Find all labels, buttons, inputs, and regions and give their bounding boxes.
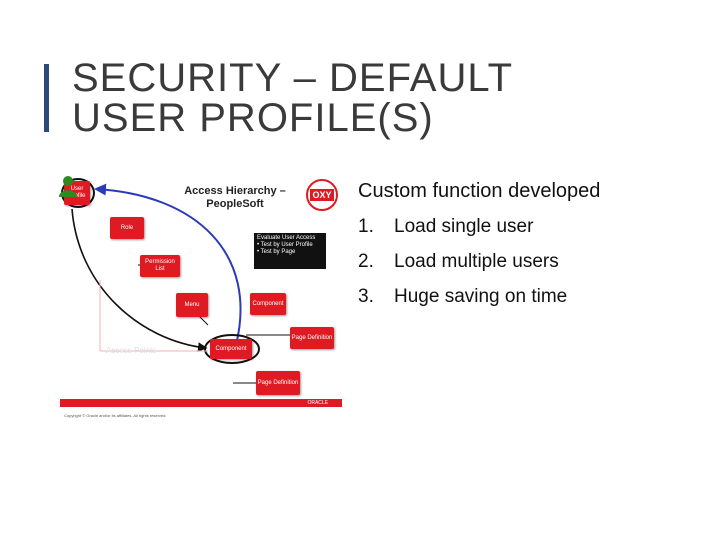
numbered-list: 1. Load single user 2. Load multiple use…	[358, 216, 698, 308]
menu-box: Menu	[176, 293, 208, 317]
figure-bottom-bar	[60, 399, 342, 407]
oracle-brand: ORACLE	[307, 400, 328, 406]
component-box-bottom: Component	[210, 339, 252, 359]
list-item: 3. Huge saving on time	[358, 286, 698, 308]
slide-title-line-2: USER PROFILE(S)	[72, 96, 434, 140]
access-hierarchy-figure: User Profile Role Permission List Menu C…	[58, 175, 346, 425]
blue-curve-arrow	[94, 183, 242, 346]
oxy-logo-text: OXY	[310, 189, 334, 201]
component-box-top: Component	[250, 293, 286, 315]
list-item: 2. Load multiple users	[358, 251, 698, 273]
figure-footer-text: Copyright © Oracle and/or its affiliates…	[64, 413, 167, 418]
list-item-number: 2.	[358, 251, 374, 272]
figure-connectors	[61, 178, 290, 384]
evaluate-user-access-box: Evaluate User Access • Test by User Prof…	[254, 233, 326, 269]
list-item-text: Load multiple users	[394, 251, 559, 272]
eval-line-1: Evaluate User Access	[257, 235, 316, 241]
user-person-icon	[59, 176, 77, 197]
slide-title: SECURITY – DEFAULT USER PROFILE(S)	[72, 58, 513, 138]
role-box: Role	[110, 217, 144, 239]
component-highlight	[204, 334, 260, 364]
list-item-text: Huge saving on time	[394, 286, 568, 307]
slide-title-line-1: SECURITY – DEFAULT	[72, 56, 514, 100]
access-points-label: Access Points	[106, 346, 157, 355]
list-item-number: 3.	[358, 286, 374, 307]
list-item: 1. Load single user	[358, 216, 698, 238]
black-curve-arrow	[71, 208, 208, 352]
page-definition-box-right: Page Definition	[290, 327, 334, 349]
oxy-logo: OXY	[306, 179, 338, 211]
list-item-text: Load single user	[394, 216, 534, 237]
content-list: Custom function developed 1. Load single…	[358, 180, 698, 321]
eval-line-2: • Test by User Profile	[257, 242, 313, 248]
intro-text: Custom function developed	[358, 180, 601, 202]
eval-line-3: • Test by Page	[257, 249, 296, 255]
page-definition-box-bottom: Page Definition	[256, 371, 300, 395]
permission-list-box: Permission List	[140, 255, 180, 277]
figure-title: Access Hierarchy – PeopleSoft	[184, 185, 286, 210]
list-item-number: 1.	[358, 216, 374, 237]
title-accent-bar	[44, 64, 49, 132]
